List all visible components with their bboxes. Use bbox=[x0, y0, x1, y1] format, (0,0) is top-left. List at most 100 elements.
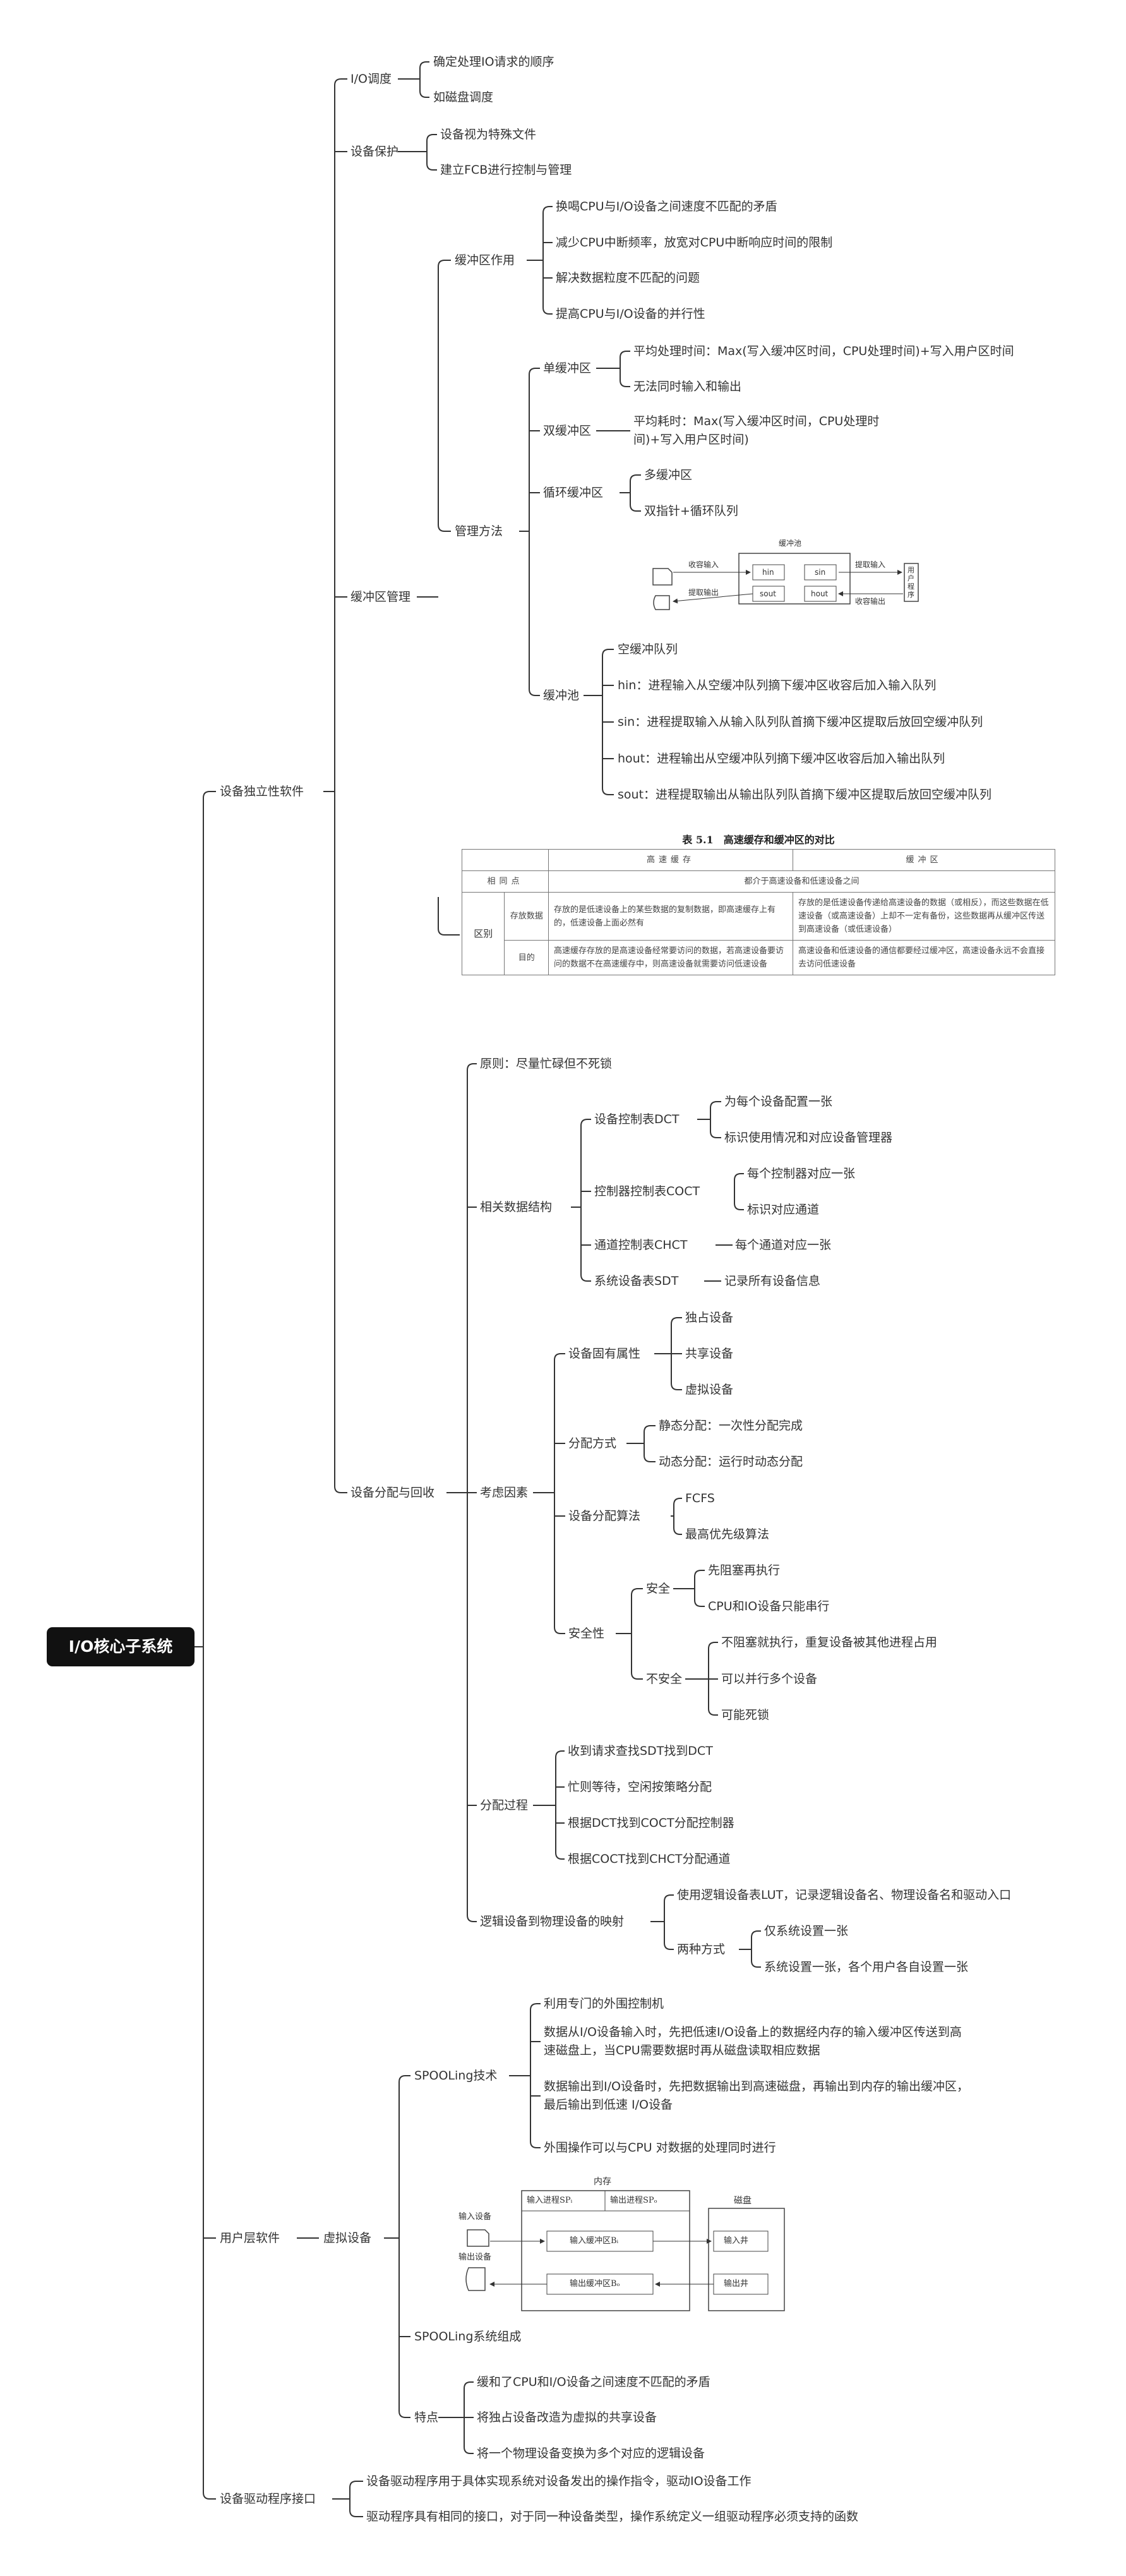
node-features[interactable]: 特点 bbox=[414, 2410, 439, 2424]
table-cell: 高速缓存存放的是高速设备经常要访问的数据，若高速设备要访问的数据不在高速缓存中，… bbox=[548, 940, 793, 975]
node-alloc-algo[interactable]: 设备分配算法 bbox=[568, 1509, 641, 1523]
node-sdt[interactable]: 系统设备表SDT bbox=[594, 1274, 679, 1288]
node-management-methods[interactable]: 管理方法 bbox=[455, 524, 503, 538]
leaf-spooling-composition: SPOOLing系统组成 bbox=[414, 2330, 522, 2344]
leaf: 使用逻辑设备表LUT，记录逻辑设备名、物理设备名和驱动入口 bbox=[677, 1888, 1012, 1902]
connector bbox=[542, 206, 553, 214]
fig-pool-title: 缓冲池 bbox=[779, 539, 802, 548]
table-row-diff: 区别 bbox=[461, 892, 505, 975]
node-device-independent[interactable]: 设备独立性软件 bbox=[220, 785, 304, 798]
connector bbox=[644, 1425, 656, 1433]
node-io-scheduling[interactable]: I/O调度 bbox=[350, 72, 392, 86]
node-alloc-mode[interactable]: 分配方式 bbox=[568, 1436, 617, 1450]
connector bbox=[464, 2381, 474, 2389]
connector bbox=[554, 1627, 565, 1634]
node-chct[interactable]: 通道控制表CHCT bbox=[594, 1238, 688, 1252]
leaf: 平均耗时：Max(写入缓冲区时间，CPU处理时间)+写入用户区时间) bbox=[633, 414, 880, 447]
node-safety[interactable]: 安全性 bbox=[568, 1627, 605, 1640]
leaf: 设备视为特殊文件 bbox=[440, 128, 537, 141]
connector bbox=[419, 90, 429, 98]
connector bbox=[467, 1063, 477, 1071]
node-buffer-pool[interactable]: 缓冲池 bbox=[543, 689, 580, 702]
connector bbox=[664, 1894, 674, 1902]
node-buffer-management[interactable]: 缓冲区管理 bbox=[350, 590, 411, 604]
connector bbox=[530, 2141, 541, 2148]
leaf: 可以并行多个设备 bbox=[721, 1672, 818, 1686]
leaf: 系统设置一张，各个用户各自设置一张 bbox=[764, 1960, 969, 1974]
leaf: 数据输出到I/O设备时，先把数据输出到高速磁盘，再输出到内存的输出缓冲区，最后输… bbox=[544, 2079, 969, 2112]
node-user-level[interactable]: 用户层软件 bbox=[220, 2231, 280, 2245]
leaf: 建立FCB进行控制与管理 bbox=[440, 163, 572, 177]
node-circular-buffer[interactable]: 循环缓冲区 bbox=[543, 486, 604, 500]
connector bbox=[467, 1915, 477, 1922]
node-single-buffer[interactable]: 单缓冲区 bbox=[543, 361, 592, 375]
node-data-structures[interactable]: 相关数据结构 bbox=[480, 1200, 553, 1214]
node-device-attr[interactable]: 设备固有属性 bbox=[568, 1347, 641, 1361]
connector bbox=[671, 1317, 682, 1325]
fig-extract-output: 提取输出 bbox=[688, 588, 719, 597]
node-coct[interactable]: 控制器控制表COCT bbox=[594, 1184, 700, 1198]
connector bbox=[620, 351, 630, 358]
connector bbox=[664, 1942, 674, 1950]
fig-output-device: 输出设备 bbox=[458, 2253, 492, 2262]
node-driver-interface[interactable]: 设备驱动程序接口 bbox=[220, 2492, 316, 2506]
leaf: 独占设备 bbox=[685, 1311, 734, 1325]
leaf: 确定处理IO请求的顺序 bbox=[433, 55, 554, 69]
fig-user-program: 用户程序 bbox=[907, 566, 914, 599]
leaf: 外围操作可以与CPU 对数据的处理同时进行 bbox=[544, 2141, 776, 2155]
connector bbox=[542, 307, 553, 315]
connector bbox=[708, 1642, 718, 1649]
table-cell-same: 都介于高速设备和低速设备之间 bbox=[548, 870, 1055, 893]
connector bbox=[349, 2481, 363, 2488]
leaf: 每个通道对应一张 bbox=[735, 1238, 832, 1252]
connector bbox=[438, 260, 451, 267]
node-safe[interactable]: 安全 bbox=[646, 1582, 671, 1596]
cache-buffer-table: 表 5.1 高速缓存和缓冲区的对比 高速缓存 缓冲区 相同点 都介于高速设备和低… bbox=[461, 831, 1055, 975]
leaf: 无法同时输入和输出 bbox=[633, 380, 742, 394]
connector bbox=[631, 1588, 643, 1596]
connector bbox=[438, 897, 460, 936]
fig-disk: 磁盘 bbox=[734, 2196, 752, 2206]
table-cell: 高速设备和低速设备的通信都要经过缓冲区，高速设备永远不会直接去访问低速设备 bbox=[793, 940, 1055, 975]
node-dct[interactable]: 设备控制表DCT bbox=[594, 1112, 680, 1126]
leaf: 仅系统设置一张 bbox=[764, 1924, 849, 1938]
leaf: 最高优先级算法 bbox=[685, 1527, 770, 1541]
connector bbox=[694, 1599, 705, 1607]
node-double-buffer[interactable]: 双缓冲区 bbox=[543, 424, 592, 438]
leaf: sout：进程提取输出从输出队列队首摘下缓冲区提取后放回空缓冲队列 bbox=[618, 788, 992, 802]
node-alloc-process[interactable]: 分配过程 bbox=[480, 1798, 529, 1812]
leaf: 记录所有设备信息 bbox=[724, 1274, 821, 1288]
node-two-ways[interactable]: 两种方式 bbox=[677, 1942, 726, 1956]
connector bbox=[631, 1672, 643, 1680]
leaf: 标识使用情况和对应设备管理器 bbox=[724, 1131, 893, 1145]
leaf: 如磁盘调度 bbox=[433, 90, 494, 104]
table-row-goal: 目的 bbox=[504, 940, 549, 975]
connector bbox=[620, 380, 630, 387]
connector bbox=[555, 1750, 565, 1758]
node-factors[interactable]: 考虑因素 bbox=[480, 1486, 529, 1500]
node-device-protection[interactable]: 设备保护 bbox=[350, 145, 399, 159]
table-corner bbox=[462, 849, 549, 871]
fig-sout: sout bbox=[760, 589, 776, 598]
connector bbox=[673, 1498, 682, 1505]
node-virtual-device[interactable]: 虚拟设备 bbox=[323, 2231, 372, 2245]
connector bbox=[529, 368, 540, 375]
leaf: 收到请求查找SDT找到DCT bbox=[568, 1744, 713, 1758]
leaf: 根据DCT找到COCT分配控制器 bbox=[568, 1816, 734, 1830]
connector bbox=[580, 1274, 591, 1282]
node-unsafe[interactable]: 不安全 bbox=[646, 1672, 683, 1686]
connector bbox=[203, 791, 216, 798]
leaf: 双指针+循环队列 bbox=[644, 504, 738, 518]
root-node[interactable]: I/O核心子系统 bbox=[47, 1627, 195, 1666]
node-buffer-role[interactable]: 缓冲区作用 bbox=[455, 253, 515, 267]
table-caption: 表 5.1 高速缓存和缓冲区的对比 bbox=[682, 834, 835, 846]
connector bbox=[349, 2510, 363, 2517]
node-allocation[interactable]: 设备分配与回收 bbox=[350, 1486, 435, 1500]
node-spooling[interactable]: SPOOLing技术 bbox=[414, 2069, 498, 2083]
node-mapping[interactable]: 逻辑设备到物理设备的映射 bbox=[480, 1915, 625, 1929]
fig-extract-input: 提取输入 bbox=[855, 560, 886, 569]
connector bbox=[708, 1708, 718, 1716]
connector bbox=[602, 788, 614, 795]
connector bbox=[464, 2447, 474, 2454]
